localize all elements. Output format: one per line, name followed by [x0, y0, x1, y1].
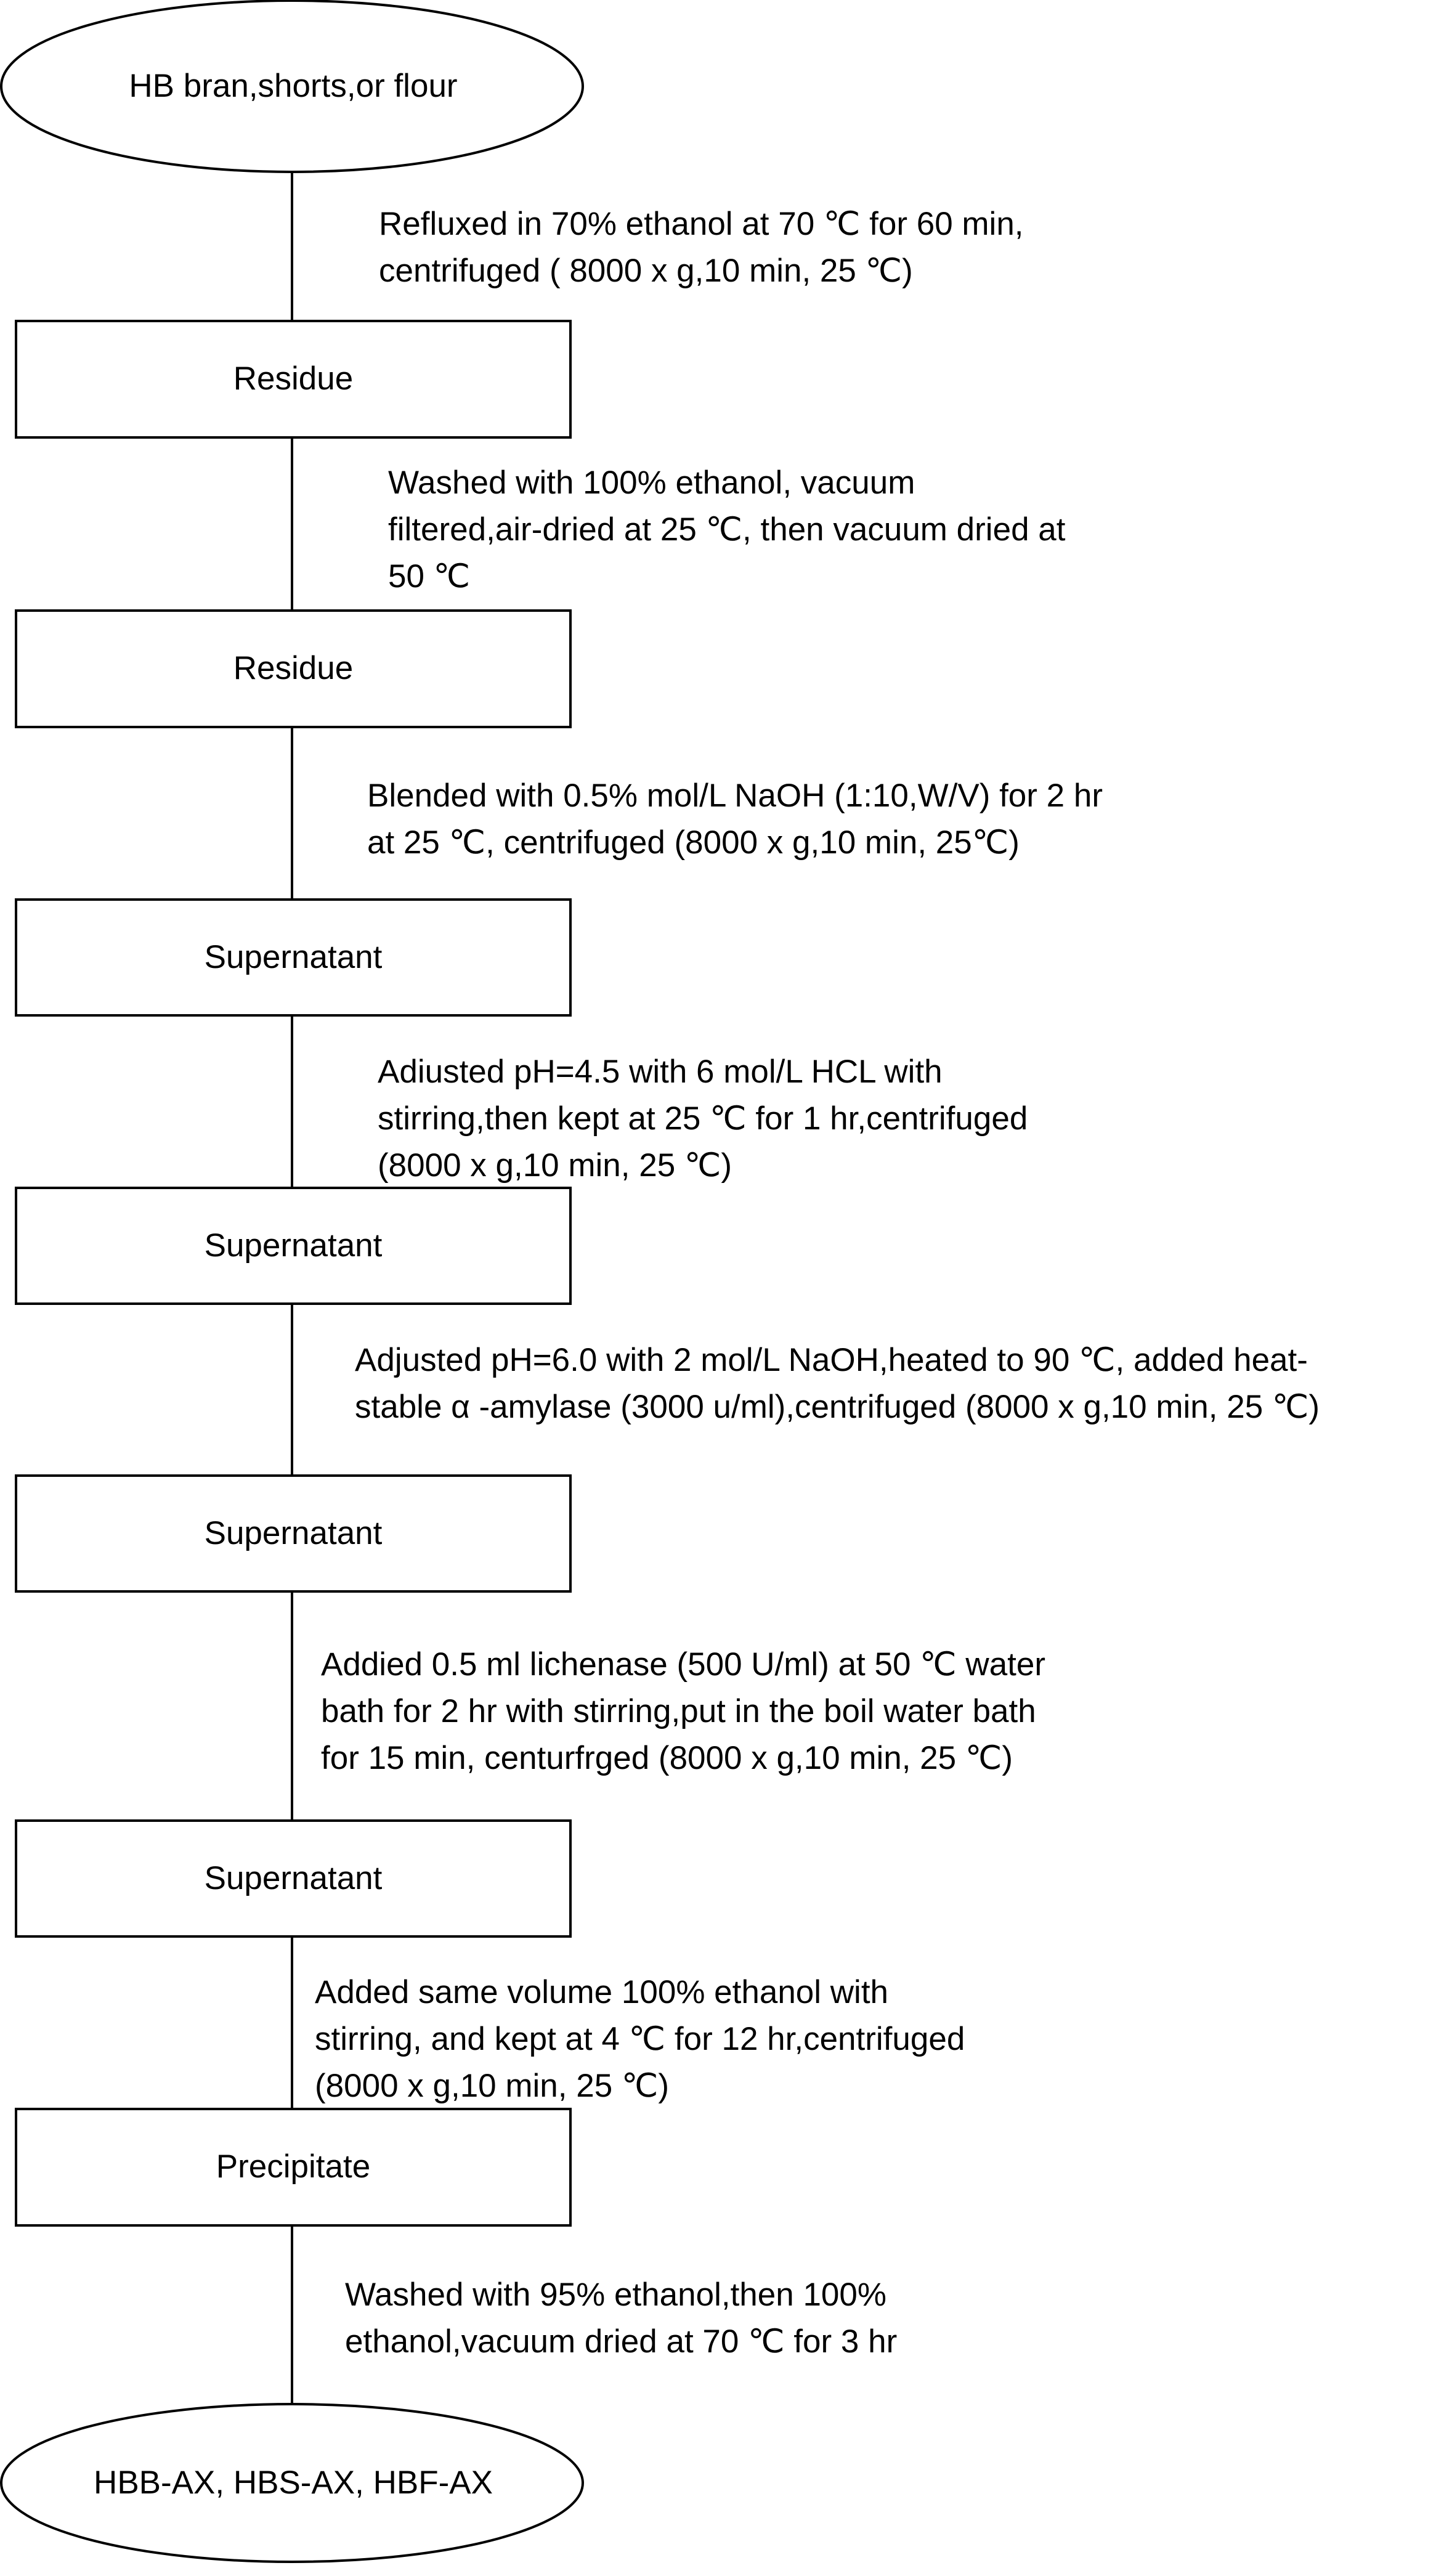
- process-box-label: Residue: [233, 360, 354, 397]
- process-box-supernatant: [15, 1474, 572, 1593]
- process-box-label: Supernatant: [204, 938, 383, 975]
- step-note-line: ethanol,vacuum dried at 70 ℃ for 3 hr: [345, 2323, 898, 2360]
- step-note-6: Addied 0.5 ml lichenase (500 U/ml) at 50…: [321, 1641, 1045, 1782]
- step-note-line: Washed with 100% ethanol, vacuum: [388, 465, 915, 501]
- process-box-precipitate: [15, 2108, 572, 2227]
- step-note-line: at 25 ℃, centrifuged (8000 x g,10 min, 2…: [367, 824, 1020, 861]
- step-note-line: Addied 0.5 ml lichenase (500 U/ml) at 50…: [321, 1646, 1046, 1683]
- process-box-supernatant: [15, 898, 572, 1017]
- step-note-line: Blended with 0.5% mol/L NaOH (1:10,W/V) …: [367, 778, 1103, 814]
- process-box-residue: [15, 320, 572, 439]
- process-box-label: Supernatant: [204, 1227, 383, 1264]
- step-note-line: Adjusted pH=6.0 with 2 mol/L NaOH,heated…: [355, 1342, 1308, 1378]
- step-note-5: Adjusted pH=6.0 with 2 mol/L NaOH,heated…: [355, 1337, 1320, 1431]
- step-note-line: 50 ℃: [388, 558, 471, 595]
- step-note-line: Refluxed in 70% ethanol at 70 ℃ for 60 m…: [379, 206, 1024, 242]
- step-note-line: Washed with 95% ethanol,then 100%: [345, 2277, 887, 2313]
- step-note-1: Refluxed in 70% ethanol at 70 ℃ for 60 m…: [379, 201, 1024, 295]
- step-note-line: for 15 min, centurfrged (8000 x g,10 min…: [321, 1740, 1013, 1776]
- step-note-8: Washed with 95% ethanol,then 100% ethano…: [345, 2272, 897, 2365]
- step-note-7: Added same volume 100% ethanol with stir…: [315, 1969, 965, 2110]
- process-box-label: Supernatant: [204, 1859, 383, 1896]
- step-note-line: stirring,then kept at 25 ℃ for 1 hr,cent…: [378, 1100, 1028, 1137]
- step-note-3: Blended with 0.5% mol/L NaOH (1:10,W/V) …: [367, 773, 1103, 866]
- end-node-label: HBB-AX, HBS-AX, HBF-AX: [94, 2464, 493, 2501]
- step-note-4: Adiusted pH=4.5 with 6 mol/L HCL with st…: [378, 1049, 1028, 1189]
- step-note-line: bath for 2 hr with stirring,put in the b…: [321, 1693, 1036, 1729]
- step-note-line: (8000 x g,10 min, 25 ℃): [315, 2068, 670, 2104]
- start-node: [0, 0, 584, 173]
- step-note-line: stirring, and kept at 4 ℃ for 12 hr,cent…: [315, 2021, 965, 2057]
- process-box-residue: [15, 609, 572, 728]
- step-note-line: Added same volume 100% ethanol with: [315, 1974, 889, 2010]
- process-box-supernatant: [15, 1187, 572, 1305]
- step-note-line: (8000 x g,10 min, 25 ℃): [378, 1147, 732, 1184]
- start-node-label: HB bran,shorts,or flour: [129, 67, 458, 104]
- step-note-2: Washed with 100% ethanol, vacuum filtere…: [388, 460, 1065, 600]
- step-note-line: centrifuged ( 8000 x g,10 min, 25 ℃): [379, 253, 913, 289]
- process-box-label: Precipitate: [216, 2148, 371, 2185]
- step-note-line: filtered,air-dried at 25 ℃, then vacuum …: [388, 511, 1066, 548]
- step-note-line: Adiusted pH=4.5 with 6 mol/L HCL with: [378, 1054, 943, 1090]
- step-note-line: stable α -amylase (3000 u/ml),centrifuge…: [355, 1389, 1320, 1425]
- process-box-label: Residue: [233, 650, 354, 687]
- process-box-label: Supernatant: [204, 1514, 383, 1551]
- process-box-supernatant: [15, 1819, 572, 1938]
- end-node: [0, 2403, 584, 2563]
